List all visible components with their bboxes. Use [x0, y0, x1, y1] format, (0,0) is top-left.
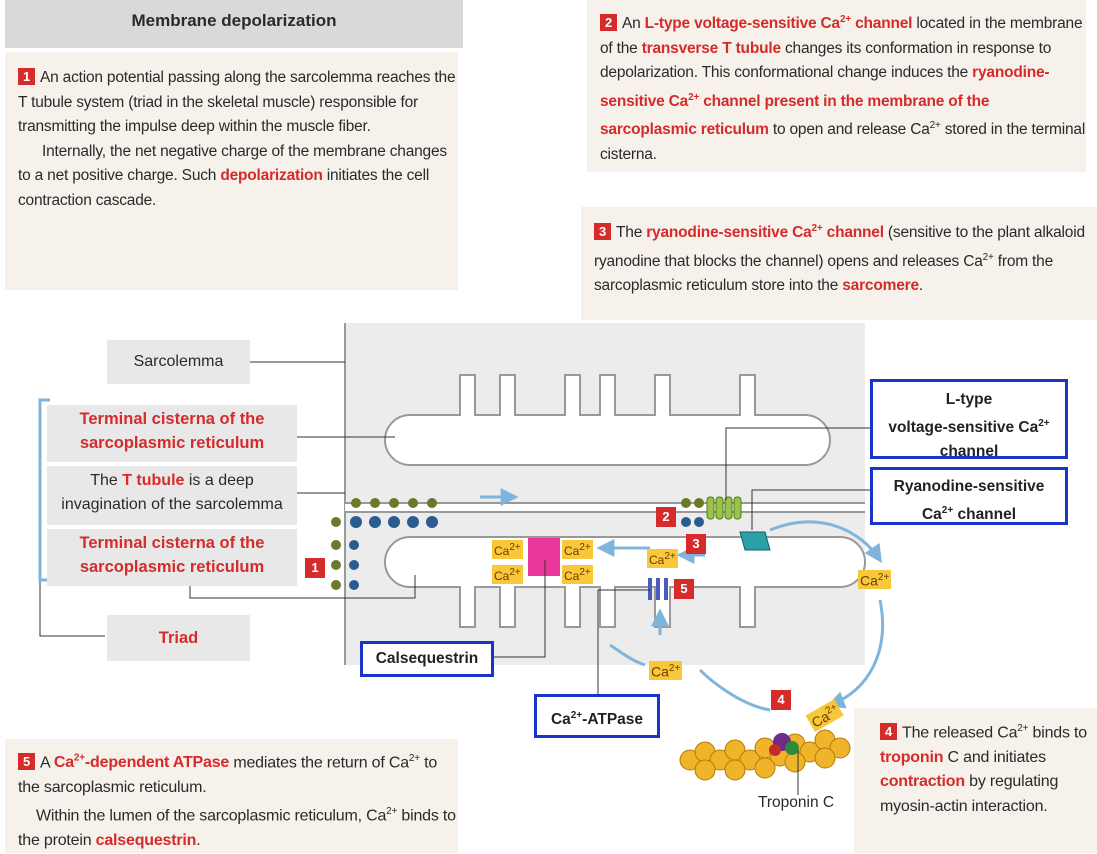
step4-highlight-contraction: contraction	[880, 773, 965, 791]
step5-text-f: .	[196, 832, 201, 850]
calsequestrin-protein	[528, 538, 560, 576]
ca-atpase-label: Ca2+-ATPase	[534, 694, 660, 738]
l-type-channel-label: L-type voltage-sensitive Ca2+ channel	[870, 379, 1068, 460]
step4-highlight-troponin: troponin	[880, 748, 944, 766]
step2-text: An	[622, 15, 645, 33]
step5-highlight-atpase: Ca2+-dependent ATPase	[53, 753, 230, 772]
step5-text-e: binds to the protein	[18, 807, 456, 850]
step3-badge: 3	[594, 223, 611, 241]
side-charges	[331, 517, 359, 590]
step1-highlight: depolarization	[220, 167, 323, 184]
ca-ion-calseq-tr: Ca2+	[562, 540, 593, 559]
step2-highlight-ttubule: transverse T tubule	[641, 39, 781, 57]
step4-badge: 4	[880, 723, 897, 741]
step4-text-d: by regulating myosin-actin interaction.	[880, 773, 1059, 815]
step5-sup: 2+	[408, 753, 420, 764]
negative-charges-row	[351, 498, 437, 508]
membrane-depolarization-header	[5, 0, 463, 48]
step5-sup-b: 2+	[386, 806, 398, 818]
troponin-c-label: Troponin C	[758, 794, 835, 811]
step4-text-c: C and initiates	[943, 748, 1047, 766]
ca-ion-return: Ca2+	[649, 661, 683, 680]
ca-atpase-pump	[648, 578, 668, 600]
step2-text-c: changes its conformation in response to …	[600, 39, 1052, 82]
step1-text: An action potential passing along the sa…	[18, 69, 456, 135]
step3-highlight-ryr: ryanodine-sensitive Ca2+ channel	[646, 223, 884, 242]
step3-sup: 2+	[982, 251, 994, 263]
step3-text-d: .	[918, 277, 923, 295]
troponin-complex	[769, 733, 799, 756]
step3-highlight-sarcomere: sarcomere	[842, 277, 919, 295]
ryanodine-channel-label: Ryanodine-sensitive Ca2+ channel	[870, 467, 1068, 525]
step2-badge: 2	[600, 14, 617, 32]
sarcolemma-label: Sarcolemma	[107, 340, 250, 384]
step2-sup: 2+	[929, 120, 941, 132]
ca-ion-sarcomere: Ca2+	[858, 570, 892, 589]
step4-sup: 2+	[1017, 723, 1029, 734]
upper-terminal-cisterna	[384, 374, 831, 466]
ryanodine-channel	[739, 531, 771, 551]
triad-label: Triad	[107, 615, 250, 661]
step3-text-c: from the sarcoplasmic reticulum store in…	[594, 252, 1054, 295]
terminal-cisterna-label-top: Terminal cisterna of the sarcoplasmic re…	[47, 405, 297, 462]
t-tubule-label: The T tubule is a deep invagination of t…	[47, 466, 297, 525]
step5-highlight-calsequestrin: calsequestrin	[95, 832, 197, 850]
ca-ion-release: Ca2+	[647, 549, 678, 568]
step4-text-b: binds to	[1028, 724, 1088, 742]
marker-3: 3	[686, 534, 706, 554]
step2-textbox: 2 An L-type voltage-sensitive Ca2+ channe…	[587, 0, 1086, 172]
step2-text-d: to open and release Ca	[768, 121, 930, 139]
t-tubule-lumen	[345, 503, 865, 512]
step3-text: The	[616, 224, 647, 242]
ca-ion-calseq-br: Ca2+	[562, 565, 593, 584]
ca-ion-calseq-bl: Ca2+	[492, 565, 523, 584]
step1-text2b: initiates the cell contraction cascade.	[18, 167, 430, 209]
membrane-depolarization-title: Membrane depolarization	[131, 11, 337, 30]
step2-text-e: stored in the terminal cisterna.	[600, 121, 1086, 163]
terminal-cisterna-label-bottom: Terminal cisterna of the sarcoplasmic re…	[47, 529, 297, 586]
calsequestrin-label: Calsequestrin	[360, 641, 494, 677]
triad-bracket	[38, 398, 50, 582]
step2-text-b: located in the membrane of the	[600, 15, 1083, 57]
step5-text-c: to the sarcoplasmic reticulum.	[18, 754, 438, 796]
step4-textbox: 4 The released Ca2+ binds to troponin C a…	[854, 708, 1097, 853]
step5-text: A	[40, 754, 54, 772]
step5-badge: 5	[18, 753, 35, 771]
step3-textbox: 3 The ryanodine-sensitive Ca2+ channel (s…	[581, 207, 1097, 320]
marker-5: 5	[674, 579, 694, 599]
l-type-channel	[706, 496, 742, 520]
positive-charges-row	[350, 516, 438, 528]
step1-text2a: Internally, the net negative charge of t…	[18, 142, 447, 185]
step1-badge: 1	[18, 68, 35, 85]
step4-text: The released Ca	[902, 724, 1018, 742]
marker-1: 1	[305, 558, 325, 578]
marker-4: 4	[771, 690, 791, 710]
step2-highlight-ryr: ryanodine-sensitive Ca2+ channel present…	[600, 64, 1050, 139]
step5-text-b: mediates the return of Ca	[229, 754, 409, 772]
ca-ion-calseq-tl: Ca2+	[492, 540, 523, 559]
step2-highlight-ltype: L-type voltage-sensitive Ca2+ channel	[644, 14, 913, 33]
step5-text-d: Within the lumen of the sarcoplasmic ret…	[36, 807, 387, 825]
actin-filament	[679, 729, 851, 781]
step3-text-b: (sensitive to the plant alkaloid ryanodi…	[594, 224, 1085, 270]
marker-2: 2	[656, 507, 676, 527]
